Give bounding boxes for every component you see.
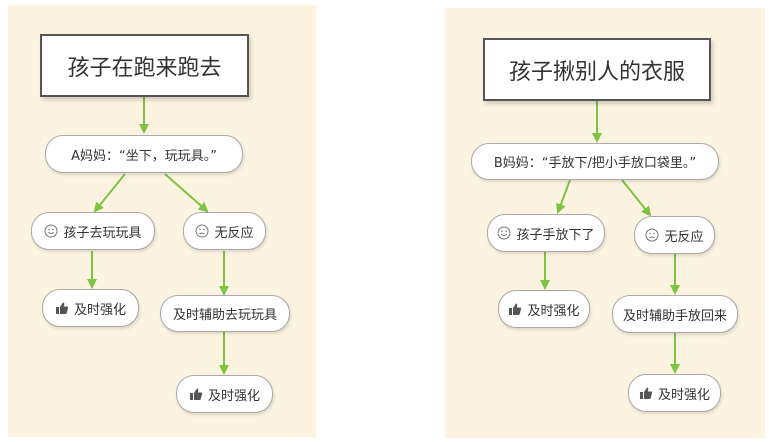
right-reinforce-node-1: 及时强化 bbox=[498, 290, 590, 328]
arrow-left-prompt-to-no-response bbox=[164, 173, 209, 213]
right-reinforce-node-2: 及时强化 bbox=[628, 374, 721, 412]
right-no-response-text: 无反应 bbox=[664, 229, 704, 245]
left-reinforce-text-2: 及时强化 bbox=[207, 388, 260, 404]
right-prompt-node: B妈妈：“手放下/把小手放口袋里。” bbox=[471, 143, 719, 180]
right-reinforce-text-1: 及时强化 bbox=[527, 303, 580, 319]
right-prompt-text: B妈妈：“手放下/把小手放口袋里。” bbox=[493, 156, 697, 171]
left-assist-node: 及时辅助去玩玩具 bbox=[160, 295, 290, 332]
arrow-left-prompt-to-success bbox=[93, 173, 126, 213]
left-reinforce-node-1: 及时强化 bbox=[42, 289, 139, 327]
left-prompt-node: A妈妈：“坐下，玩玩具。” bbox=[45, 135, 243, 173]
thumbs-up-icon bbox=[55, 301, 69, 315]
smiley-face-icon bbox=[44, 224, 58, 238]
smiley-face-icon bbox=[497, 226, 511, 240]
left-prompt-text: A妈妈：“坐下，玩玩具。” bbox=[71, 148, 217, 164]
thumbs-up-icon bbox=[639, 386, 653, 400]
left-reinforce-node-2: 及时强化 bbox=[176, 375, 273, 413]
left-assist-text: 及时辅助去玩玩具 bbox=[172, 308, 277, 323]
right-success-node: 孩子手放下了 bbox=[487, 214, 605, 252]
frowning-face-icon bbox=[195, 224, 209, 238]
arrow-right-prompt-to-no-response bbox=[621, 179, 652, 217]
left-reinforce-text-1: 及时强化 bbox=[73, 302, 126, 318]
left-no-response-text: 无反应 bbox=[214, 225, 254, 241]
thumbs-up-icon bbox=[508, 302, 522, 316]
left-title-box: 孩子在跑来跑去 bbox=[40, 34, 249, 97]
frowning-face-icon bbox=[645, 228, 659, 242]
left-success-node: 孩子去玩玩具 bbox=[31, 212, 155, 250]
right-reinforce-text-2: 及时强化 bbox=[657, 387, 710, 403]
right-no-response-node: 无反应 bbox=[634, 216, 715, 254]
arrow-right-prompt-to-success bbox=[556, 179, 571, 214]
left-success-text: 孩子去玩玩具 bbox=[63, 225, 142, 241]
left-title-text: 孩子在跑来跑去 bbox=[67, 55, 222, 81]
right-assist-node: 及时辅助手放回来 bbox=[612, 295, 738, 333]
right-assist-text: 及时辅助手放回来 bbox=[622, 308, 727, 324]
left-no-response-node: 无反应 bbox=[183, 212, 266, 250]
right-success-text: 孩子手放下了 bbox=[516, 227, 595, 243]
thumbs-up-icon bbox=[189, 387, 203, 401]
right-title-box: 孩子揪别人的衣服 bbox=[483, 38, 711, 101]
right-title-text: 孩子揪别人的衣服 bbox=[508, 59, 685, 85]
